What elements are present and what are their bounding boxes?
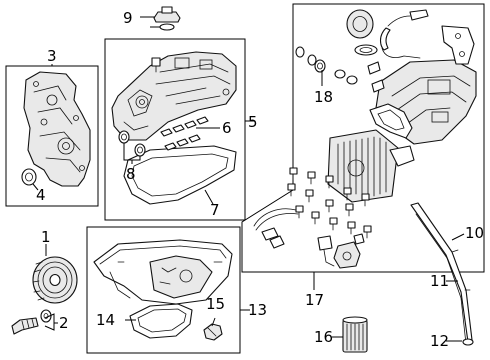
- tube-seals: [160, 116, 209, 151]
- callout-14: 14: [96, 311, 115, 329]
- valve-cover-bolt: [151, 57, 161, 73]
- charge-air-cooler: [327, 129, 415, 203]
- callout-15: 15: [206, 295, 225, 313]
- intake-o-rings: [295, 46, 385, 93]
- callout-9: 9: [123, 9, 133, 27]
- drain-plug: [203, 323, 223, 341]
- callout-12: 12: [430, 332, 449, 350]
- throttle-body: [346, 9, 378, 56]
- callout-4: 4: [36, 186, 46, 204]
- oil-filler-cap: [153, 6, 181, 31]
- frame-valve-cover: [104, 38, 246, 221]
- valve-cover-gasket: [123, 145, 237, 205]
- callout-6: 6: [222, 119, 232, 137]
- dipstick: [415, 213, 467, 345]
- callout-13: 13: [248, 301, 267, 319]
- callout-5: 5: [248, 113, 258, 131]
- lower-oil-pan: [129, 303, 193, 339]
- manifold-bolts: [287, 167, 372, 239]
- timing-cover: [23, 71, 91, 187]
- vacuum-lines: [253, 208, 335, 267]
- callout-18: 18: [314, 88, 333, 106]
- pcv-hose: [379, 9, 429, 59]
- callout-17: 17: [305, 291, 324, 309]
- callout-2: 2: [59, 314, 69, 332]
- crankshaft-pulley: [32, 256, 78, 304]
- valve-cover: [111, 51, 237, 141]
- crankshaft-seal: [21, 168, 37, 186]
- purge-solenoid: [333, 233, 365, 269]
- callout-11: 11: [430, 272, 449, 290]
- callout-16: 16: [314, 328, 333, 346]
- mounting-bracket: [441, 25, 475, 65]
- callout-labels: 1 2 3 4 5 6 7 8 9 10 11 12 13 14 15 16 1…: [36, 9, 484, 350]
- callout-10: 10: [465, 224, 484, 242]
- intake-gasket: [369, 103, 413, 139]
- callout-7: 7: [210, 201, 220, 219]
- dipstick-o-ring: [462, 338, 474, 346]
- oil-filter: [342, 316, 368, 353]
- callout-1: 1: [41, 228, 51, 246]
- frame-oil-pan: [86, 226, 241, 354]
- callout-3: 3: [47, 47, 57, 65]
- leader-lines: [32, 16, 465, 342]
- pulley-bolt: [11, 309, 52, 335]
- callout-8: 8: [126, 165, 136, 183]
- oil-pan: [93, 239, 233, 305]
